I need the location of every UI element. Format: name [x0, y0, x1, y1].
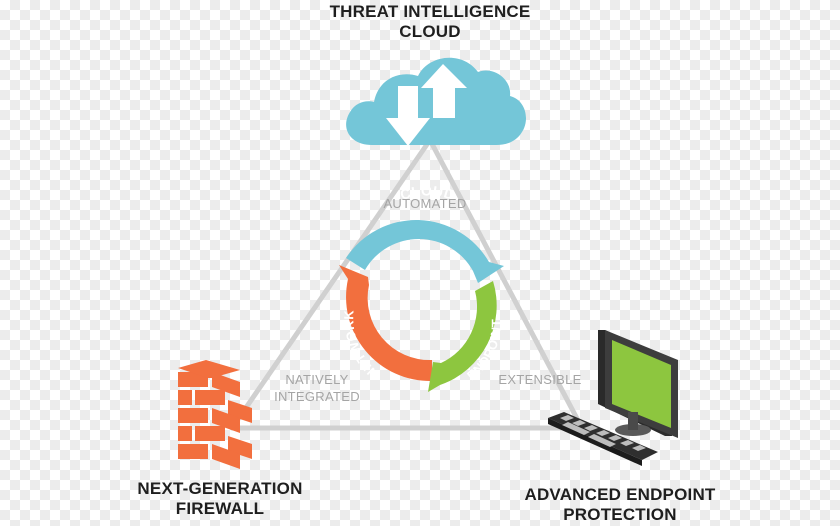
edge-top-text: AUTOMATED: [383, 196, 467, 211]
node-left-line1: NEXT-GENERATION: [137, 479, 303, 498]
edge-label-natively-integrated: NATIVELY INTEGRATED: [262, 371, 372, 405]
edge-left-line1: NATIVELY: [285, 372, 349, 387]
node-advanced-endpoint-protection: ADVANCED ENDPOINT PROTECTION: [510, 485, 730, 525]
node-top-line2: CLOUD: [399, 22, 461, 41]
edge-right-text: EXTENSIBLE: [498, 372, 582, 387]
brick-wall-icon: [178, 360, 252, 469]
edge-left-line2: INTEGRATED: [274, 389, 360, 404]
cycle-cloud-label: CLOUD: [398, 182, 457, 202]
edge-label-extensible: EXTENSIBLE: [488, 371, 592, 388]
node-threat-intelligence-cloud: THREAT INTELLIGENCE CLOUD: [300, 2, 560, 42]
cloud-upload-download-icon: [346, 57, 526, 146]
node-right-line2: PROTECTION: [563, 505, 677, 524]
cycle-network-arc: [339, 265, 432, 382]
desktop-computer-icon: [548, 330, 678, 466]
cycle-cloud-arc: [346, 220, 504, 283]
node-right-line1: ADVANCED ENDPOINT: [524, 485, 716, 504]
node-next-generation-firewall: NEXT-GENERATION FIREWALL: [120, 479, 320, 519]
node-left-line2: FIREWALL: [175, 499, 265, 518]
triangle-outline: [229, 137, 585, 431]
cycle-endpoint-arc: [428, 281, 497, 392]
node-top-line1: THREAT INTELLIGENCE: [329, 2, 531, 21]
cycle-ring: CLOUD NETWORK ENDPOINT: [339, 182, 504, 392]
edge-label-automated: AUTOMATED: [360, 195, 490, 212]
